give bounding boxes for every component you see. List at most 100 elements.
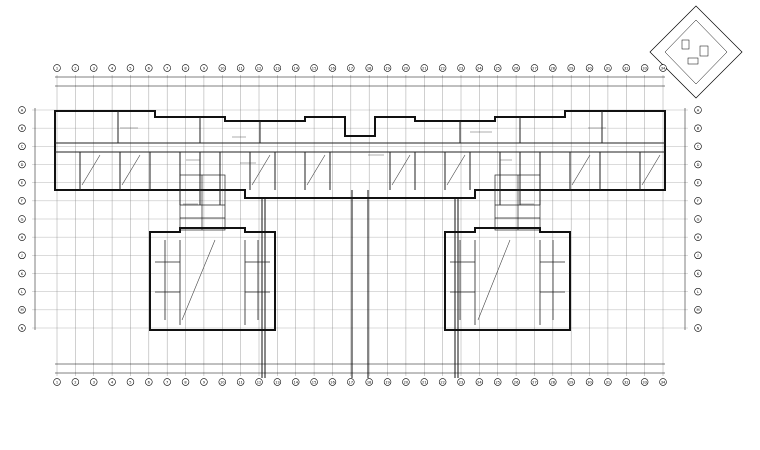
axis-label: 25 [495, 66, 500, 70]
axis-bubble-right: N [694, 324, 702, 332]
axis-bubble-top: 25 [494, 64, 502, 72]
axis-bubble-top: 28 [549, 64, 557, 72]
axis-bubble-top: 18 [365, 64, 373, 72]
axis-bubble-top: 8 [181, 64, 190, 72]
axis-label: 22 [440, 380, 445, 384]
tower-right [444, 227, 571, 331]
axis-label: 18 [367, 66, 372, 70]
axis-label: F [21, 199, 23, 203]
stair-core-left [179, 174, 226, 231]
axis-label: 32 [624, 380, 629, 384]
axis-bubble-top: 12 [255, 64, 263, 72]
axis-bubble-left: D [18, 160, 26, 169]
dimension-lines [34, 76, 686, 374]
axis-bubble-left: G [18, 215, 26, 223]
axis-bubble-bottom: 22 [438, 378, 447, 386]
axis-bubble-right: F [694, 197, 702, 205]
axis-label: 22 [440, 66, 445, 70]
axis-bubble-top: 24 [475, 64, 484, 72]
annotation-leaders [120, 127, 606, 205]
axis-label: 9 [203, 66, 206, 70]
axis-bubble-bottom: 14 [292, 378, 300, 386]
axis-label: 21 [422, 66, 427, 70]
axis-label: 20 [404, 66, 409, 70]
axis-label: J [696, 254, 698, 258]
axis-bubble-top: 26 [512, 64, 520, 72]
axis-bubble-right: M [694, 306, 702, 314]
axis-bubble-right: A [694, 106, 702, 114]
axis-label: M [20, 308, 23, 312]
axis-label: N [697, 326, 700, 330]
axis-label: 34 [661, 66, 666, 70]
axis-bubble-bottom: 25 [494, 378, 502, 386]
axis-label: B [21, 127, 24, 131]
axis-bubble-top: 3 [90, 64, 98, 72]
axis-bubble-top: 11 [236, 64, 245, 72]
axis-bubble-top: 27 [530, 64, 539, 72]
tower-left [149, 227, 276, 331]
axis-bubble-left: F [18, 197, 26, 205]
axis-label: K [697, 272, 700, 276]
axis-label: 24 [477, 380, 482, 384]
axis-label: 12 [257, 380, 262, 384]
axis-label: 7 [166, 380, 168, 384]
axis-bubble-bottom: 3 [90, 378, 98, 386]
axis-label: 15 [312, 380, 317, 384]
axis-label: 18 [367, 380, 372, 384]
axis-bubble-top: 21 [420, 64, 428, 72]
room-diagonals [81, 154, 661, 186]
axis-label: G [697, 217, 700, 221]
axis-bubble-bottom: 8 [181, 378, 190, 386]
axis-bubble-bottom: 16 [328, 378, 337, 386]
axis-bubble-top: 17 [347, 64, 355, 72]
axis-label: 9 [203, 380, 206, 384]
axis-bubble-bottom: 33 [640, 378, 649, 386]
axis-bubble-bottom: 9 [200, 378, 208, 386]
axis-label: 33 [642, 380, 647, 384]
axis-bubble-left: B [18, 124, 26, 132]
axis-bubble-left: L [18, 287, 26, 296]
axis-bubble-right: J [694, 251, 702, 260]
axis-bubble-bottom: 19 [383, 378, 392, 386]
axis-bubble-left: J [18, 251, 26, 260]
axis-bubble-bottom: 28 [549, 378, 557, 386]
axis-label: 23 [459, 380, 464, 384]
axis-bubble-bottom: 31 [604, 378, 612, 386]
axis-label: 21 [422, 380, 427, 384]
axis-bubble-top: 7 [163, 64, 171, 72]
axis-label: 28 [551, 66, 556, 70]
axis-label: 20 [404, 380, 409, 384]
axis-label: 31 [606, 66, 611, 70]
axis-label: A [697, 108, 700, 112]
stair-core-right [494, 174, 541, 231]
building-walls [54, 110, 666, 199]
axis-label: 23 [459, 66, 464, 70]
axis-label: 26 [514, 66, 519, 70]
axis-label: 31 [606, 380, 611, 384]
axis-bubble-top: 13 [273, 64, 282, 72]
axis-bubble-right: H [694, 233, 702, 241]
axis-bubble-right: D [694, 160, 702, 169]
axis-label: E [21, 181, 24, 185]
axis-bubble-bottom: 29 [567, 378, 575, 386]
axis-bubble-bottom: 6 [145, 378, 153, 386]
axis-bubble-top: 31 [604, 64, 612, 72]
axis-bubble-bottom: 26 [512, 378, 520, 386]
axis-label: 11 [238, 66, 243, 70]
axis-label: J [20, 254, 22, 258]
axis-label: 1 [56, 66, 58, 70]
axis-bubble-bottom: 18 [365, 378, 373, 386]
axis-label: 13 [275, 66, 280, 70]
axis-bubble-top: 23 [457, 64, 465, 72]
axis-label: 30 [587, 66, 592, 70]
axis-label: 29 [569, 66, 574, 70]
axis-label: H [697, 236, 700, 240]
axis-label: 16 [330, 66, 335, 70]
axis-label: K [21, 272, 24, 276]
axis-bubble-top: 1 [53, 64, 61, 72]
axis-bubble-top: 34 [659, 64, 667, 72]
axis-bubble-right: L [694, 287, 702, 296]
axis-label: 34 [661, 380, 666, 384]
